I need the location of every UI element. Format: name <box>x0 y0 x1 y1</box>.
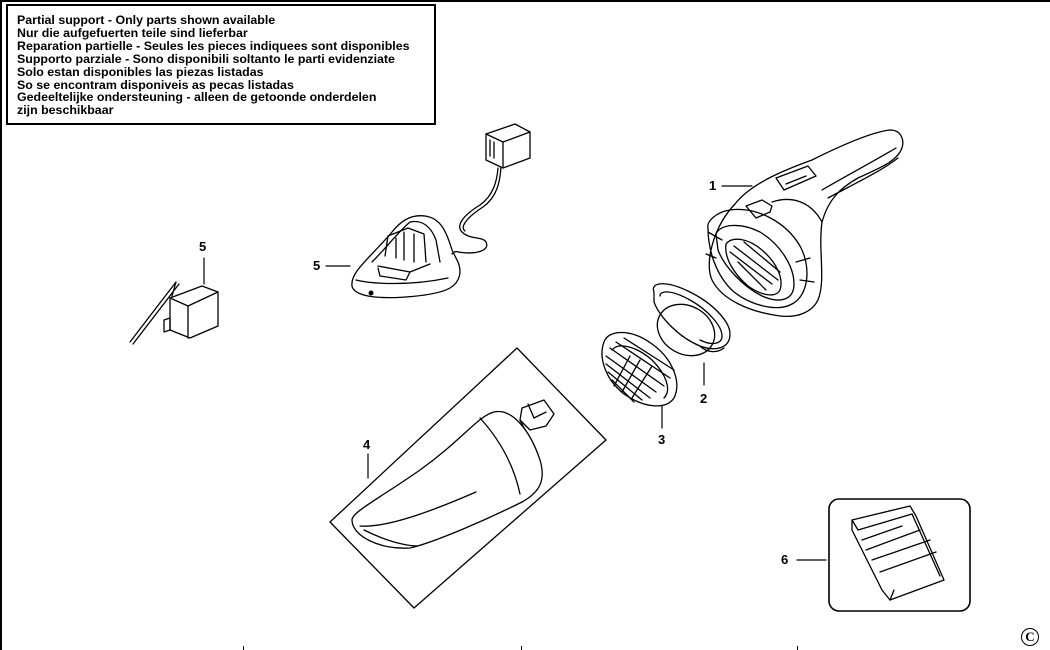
notice-line-nl: Gedeeltelijke ondersteuning - alleen de … <box>17 90 377 105</box>
pleated-filter-illustration <box>601 331 678 407</box>
adapter-spare-illustration <box>129 281 219 345</box>
notice-line-es: Solo estan disponibles las piezas listad… <box>17 64 264 79</box>
callout-part6: 6 <box>781 552 789 567</box>
callout-part4: 4 <box>363 437 371 452</box>
callout-part5-adapter: 5 <box>199 239 207 254</box>
border-tick <box>243 646 244 650</box>
leader-lines <box>203 185 827 561</box>
dust-bowl-illustration <box>329 347 607 609</box>
charging-base-illustration <box>351 215 461 299</box>
callout-part5-base: 5 <box>313 258 321 273</box>
notice-line-pt: So se encontram disponiveis as pecas lis… <box>17 77 294 92</box>
notice-line-fr: Reparation partielle - Seules les pieces… <box>17 38 410 53</box>
callout-part3: 3 <box>658 432 666 447</box>
notice-line-nl-cont: zijn beschikbaar <box>17 103 114 118</box>
border-tick <box>797 646 798 650</box>
notice-line-de: Nur die aufgefuerten teile sind lieferba… <box>17 25 248 40</box>
partial-support-notice: Partial support - Only parts shown avail… <box>6 4 436 125</box>
vacuum-body-illustration <box>705 129 904 318</box>
callout-part2: 2 <box>700 391 708 406</box>
notice-line-it: Supporto parziale - Sono disponibili sol… <box>17 51 395 66</box>
filter-holder-illustration <box>652 283 731 357</box>
parts-bag-illustration <box>828 498 971 612</box>
border-tick <box>521 646 522 650</box>
callout-part1: 1 <box>709 178 717 193</box>
adapter-top-illustration <box>457 123 531 254</box>
notice-line-en: Partial support - Only parts shown avail… <box>17 13 276 27</box>
copyright-mark: C <box>1021 628 1039 646</box>
